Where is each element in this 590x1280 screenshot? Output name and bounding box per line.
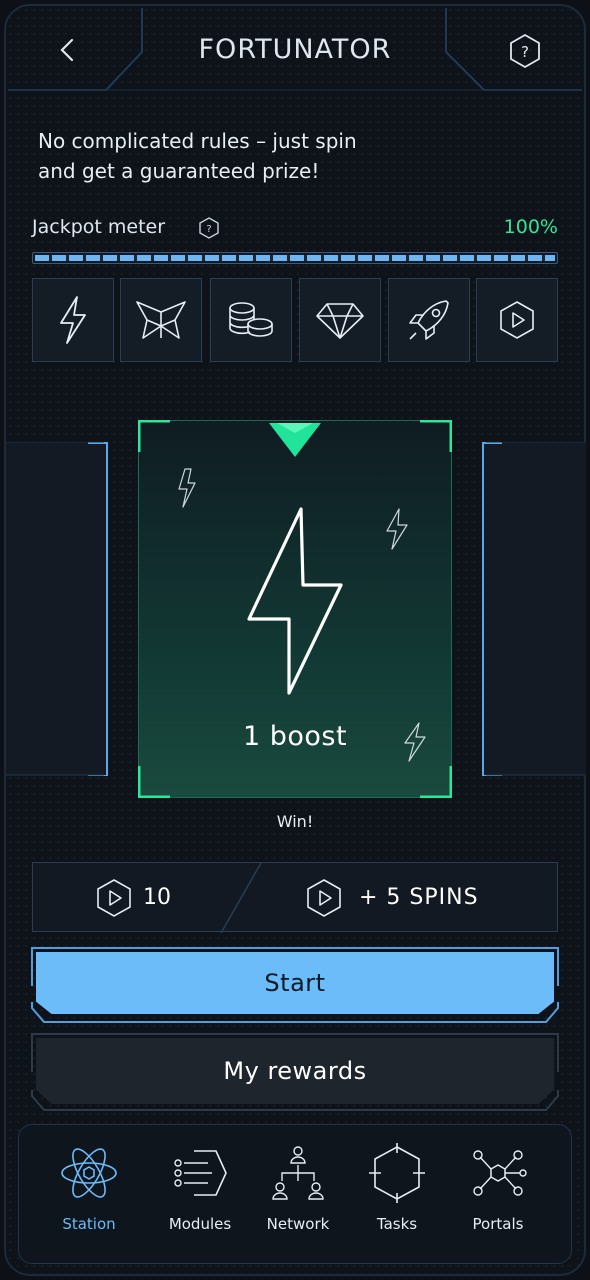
tasks-icon	[369, 1143, 425, 1203]
help-icon: ?	[199, 217, 219, 239]
boost-lightning-icon	[247, 507, 343, 695]
next-prize-card	[482, 442, 586, 776]
rocket-icon	[409, 300, 449, 340]
prize-rocket	[388, 278, 470, 362]
jackpot-help-button[interactable]: ?	[198, 217, 220, 239]
intro-line-1: No complicated rules – just spin	[38, 129, 357, 153]
nav-tasks[interactable]: Tasks	[347, 1143, 447, 1243]
lightning-icon	[386, 508, 408, 550]
nav-network[interactable]: Network	[248, 1143, 348, 1243]
atom-icon	[61, 1148, 117, 1198]
lightning-icon	[404, 722, 426, 762]
nav-tasks-label: Tasks	[376, 1215, 418, 1233]
current-prize-label: 1 boost	[242, 721, 348, 752]
prev-prize-card	[6, 442, 108, 776]
prize-list	[32, 278, 558, 362]
jackpot-percent: 100%	[503, 216, 558, 238]
nav-station-label: Station	[62, 1215, 116, 1233]
header-frame	[8, 8, 582, 91]
page-title: FORTUNATOR	[198, 34, 392, 65]
nav-portals[interactable]: Portals	[448, 1143, 548, 1243]
help-button[interactable]: ?	[506, 32, 544, 70]
svg-text:?: ?	[521, 43, 529, 61]
network-icon	[272, 1146, 324, 1200]
prize-diamond	[299, 278, 381, 362]
bottom-nav: Station Modules Network Tasks	[18, 1124, 572, 1264]
portals-icon	[473, 1150, 527, 1196]
chevron-left-icon	[60, 38, 74, 62]
back-button[interactable]	[50, 32, 86, 68]
nav-station[interactable]: Station	[39, 1143, 139, 1243]
spin-ticket-icon	[97, 879, 131, 917]
diamond-icon	[316, 303, 364, 339]
pointer-icon	[269, 423, 321, 457]
intro-text: No complicated rules – just spin and get…	[38, 126, 558, 186]
jackpot-label: Jackpot meter	[32, 216, 166, 238]
spins-panel: 10 + 5 SPINS	[32, 862, 559, 933]
svg-text:?: ?	[206, 224, 211, 235]
nav-modules[interactable]: Modules	[150, 1143, 250, 1243]
intro-line-2: and get a guaranteed prize!	[38, 159, 320, 183]
nav-modules-label: Modules	[168, 1215, 232, 1233]
prize-spins	[476, 278, 558, 362]
modules-icon	[174, 1150, 227, 1196]
start-button[interactable]: Start	[36, 952, 554, 1014]
nav-portals-label: Portals	[472, 1215, 524, 1233]
buy-spins-button[interactable]: + 5 SPINS	[269, 863, 559, 933]
nav-network-label: Network	[266, 1215, 330, 1233]
jackpot-meter	[32, 252, 558, 264]
spin-ticket-icon	[500, 301, 534, 339]
lightning-icon	[60, 296, 86, 344]
spin-ticket-icon	[307, 879, 341, 917]
spins-count: 10	[143, 885, 171, 910]
divider	[220, 863, 262, 933]
start-button-frame	[31, 947, 559, 1023]
current-prize-card: 1 boost	[138, 420, 452, 798]
coins-icon	[229, 302, 273, 337]
prize-lightning	[32, 278, 114, 362]
card-corners	[138, 420, 452, 798]
prize-butterfly	[120, 278, 202, 362]
help-icon: ?	[510, 33, 540, 69]
lightning-icon	[178, 468, 196, 508]
buy-spins-label: + 5 SPINS	[359, 885, 479, 910]
spin-result: Win!	[276, 812, 314, 831]
my-rewards-button[interactable]: My rewards	[36, 1038, 554, 1104]
jackpot-meter-fill	[35, 255, 555, 261]
rewards-button-frame	[31, 1033, 559, 1111]
butterfly-icon	[136, 301, 186, 339]
prize-coins	[210, 278, 292, 362]
